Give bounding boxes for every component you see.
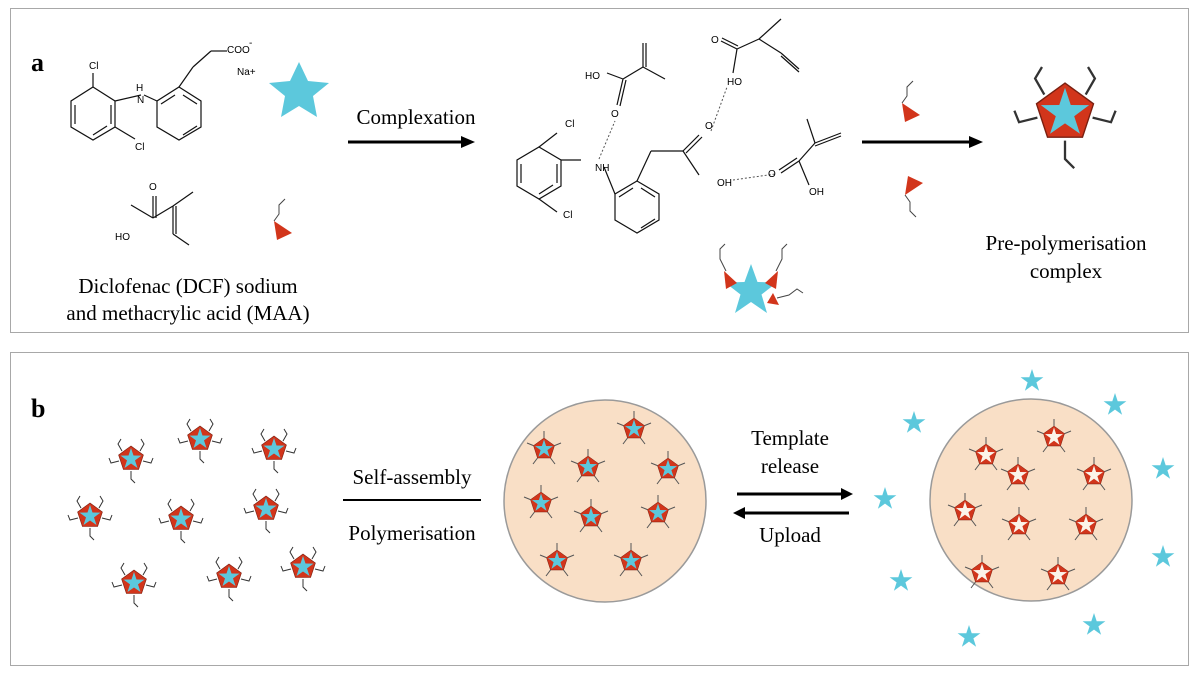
upload-label: Upload: [759, 523, 821, 547]
free-complex: [111, 562, 157, 608]
cl-label-1: Cl: [89, 61, 98, 72]
polymerisation-label: Polymerisation: [348, 521, 476, 545]
free-complex: [280, 546, 326, 592]
cl-label-2: Cl: [135, 142, 144, 153]
complex-structure: [516, 18, 842, 234]
cx-o-label-3: O: [705, 121, 713, 132]
monomer-symbol: [273, 198, 293, 241]
prepolymerisation-complex: [1013, 65, 1117, 170]
reactants-caption-line2: and methacrylic acid (MAA): [66, 301, 310, 325]
product-caption-line1: Pre-polymerisation: [985, 231, 1147, 255]
mma-ho-label: HO: [115, 232, 130, 243]
panel-a-label: a: [31, 48, 44, 77]
template-star: [269, 62, 329, 117]
monomer-upper: [901, 80, 921, 123]
cx-o-label-2: O: [711, 35, 719, 46]
free-complex: [251, 428, 297, 474]
panel-b-drawing: [67, 369, 1175, 647]
cx-nh-label: NH: [595, 163, 609, 174]
monomer-lower: [904, 175, 924, 218]
cx-cl-label-2: Cl: [563, 210, 572, 221]
diclofenac-structure: [70, 50, 227, 141]
self-assembly-label: Self-assembly: [352, 465, 472, 489]
na-label: Na+: [237, 67, 256, 78]
methacrylic-acid-structure: [130, 191, 194, 246]
cx-o-label-1: O: [611, 109, 619, 120]
cx-cl-label-1: Cl: [565, 119, 574, 130]
cx-ho-label-2: HO: [727, 77, 742, 88]
complexation-label: Complexation: [356, 105, 476, 129]
imprinted-polymer-bead: [503, 399, 707, 603]
mma-o-label: O: [149, 182, 157, 193]
panel-b-label: b: [31, 394, 46, 423]
cx-oh-label-1: OH: [717, 178, 732, 189]
equilibrium-arrows: [733, 488, 853, 519]
panel-a: a Cl H N Cl COO - Na+: [10, 8, 1189, 333]
free-complex: [158, 498, 204, 544]
cx-o-label-4: O: [768, 169, 776, 180]
reactants-caption-line1: Diclofenac (DCF) sodium: [78, 274, 298, 298]
product-caption-line2: complex: [1029, 259, 1103, 283]
nh-h-label: H: [136, 83, 143, 94]
release-label: release: [760, 454, 820, 478]
free-complex: [108, 438, 154, 484]
schematic-complex: [719, 243, 804, 313]
free-complex: [243, 488, 289, 534]
cx-oh-label-2: OH: [809, 187, 824, 198]
coo-label: COO: [227, 45, 250, 56]
empty-polymer-bead: [929, 398, 1133, 602]
hydrogen-bonds: [598, 86, 776, 181]
template-label: Template: [751, 426, 829, 450]
panel-a-drawing: Cl H N Cl COO - Na+ O HO: [70, 18, 1117, 313]
free-complex: [67, 495, 113, 541]
coo-charge: -: [249, 38, 252, 49]
cx-ho-label-1: HO: [585, 71, 600, 82]
n-label: N: [137, 95, 144, 106]
panel-b: b: [10, 352, 1189, 666]
free-complexes: [67, 418, 326, 608]
free-complex: [206, 556, 252, 602]
free-complex: [177, 418, 223, 464]
